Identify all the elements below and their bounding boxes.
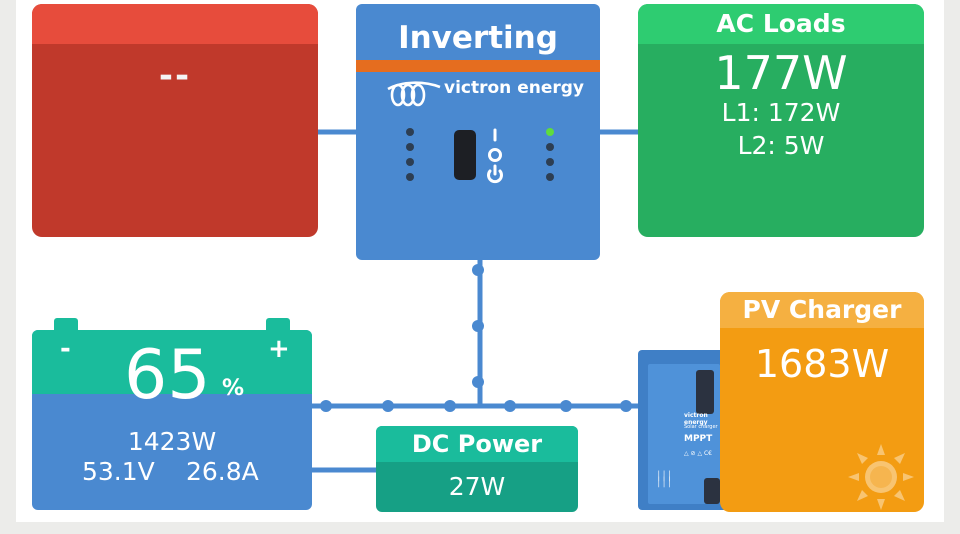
- battery-terminal-negative: [54, 318, 78, 330]
- ac-loads-title: AC Loads: [638, 4, 924, 44]
- mppt-device-image: victron energy Solar charger MPPT △ ⊘ △ …: [638, 350, 726, 510]
- battery-soc-unit: %: [222, 376, 245, 401]
- ac-loads-l2: L2: 5W: [737, 131, 825, 160]
- battery-power: 1423W: [127, 427, 217, 456]
- flow-dot: [560, 400, 572, 412]
- battery-soc: 65: [124, 336, 211, 415]
- led-column-right: [546, 128, 556, 188]
- flow-dot: [382, 400, 394, 412]
- sun-icon: [848, 444, 914, 510]
- dc-power-title: DC Power: [376, 426, 578, 462]
- pv-charger-title: PV Charger: [720, 292, 924, 328]
- flow-dot: [620, 400, 632, 412]
- flow-dot: [504, 400, 516, 412]
- mppt-vent-icon: ││││││: [656, 472, 673, 488]
- dc-power-tile[interactable]: DC Power 27W: [376, 426, 578, 512]
- power-switch[interactable]: [454, 130, 476, 180]
- grid-input-header: [32, 4, 318, 44]
- inverter-stripe: [356, 60, 600, 72]
- ac-loads-tile[interactable]: AC Loads 177W L1: 172W L2: 5W: [638, 4, 924, 237]
- mppt-brand-label: victron energy: [684, 412, 708, 426]
- status-led: [406, 158, 414, 166]
- power-switch-icon: [487, 128, 503, 184]
- mppt-cert-label: △ ⊘ △ C€: [684, 450, 712, 457]
- dc-power-value: 27W: [448, 472, 506, 501]
- pv-charger-value: 1683W: [754, 342, 890, 386]
- status-led: [406, 173, 414, 181]
- grid-input-value: --: [158, 56, 192, 96]
- battery-terminal-positive: [266, 318, 290, 330]
- status-led: [406, 143, 414, 151]
- flow-dot: [320, 400, 332, 412]
- battery-current: 26.8A: [186, 457, 259, 486]
- flow-dot: [472, 376, 484, 388]
- battery-tile[interactable]: - + 65 % 1423W 53.1V 26.8A: [32, 330, 312, 510]
- mppt-dial: [696, 370, 714, 414]
- flow-dot: [472, 320, 484, 332]
- inverter-state: Inverting: [398, 20, 558, 56]
- battery-voltage: 53.1V: [82, 457, 155, 486]
- battery-minus-sign: -: [60, 334, 71, 364]
- inverter-tile[interactable]: Inverting victron energy: [356, 4, 600, 260]
- mppt-type-label: Solar charger: [684, 424, 718, 430]
- status-led: [546, 158, 554, 166]
- battery-plus-sign: +: [268, 334, 290, 364]
- battery-level-fill: [32, 330, 312, 394]
- status-led: [546, 173, 554, 181]
- flow-dot: [472, 264, 484, 276]
- ac-loads-total: 177W: [714, 46, 848, 100]
- grid-input-tile[interactable]: --: [32, 4, 318, 237]
- status-led: [546, 143, 554, 151]
- victron-logo-icon: [387, 81, 441, 107]
- pv-charger-tile[interactable]: PV Charger 1683W: [720, 292, 924, 512]
- mppt-connector: [704, 478, 720, 504]
- victron-brand: victron energy: [384, 74, 584, 110]
- ac-loads-l1: L1: 172W: [721, 98, 841, 127]
- mppt-model-label: MPPT: [684, 434, 713, 444]
- status-led-active: [546, 128, 554, 136]
- brand-name: victron energy: [444, 78, 584, 98]
- flow-dot: [444, 400, 456, 412]
- led-column-left: [406, 128, 416, 188]
- status-led: [406, 128, 414, 136]
